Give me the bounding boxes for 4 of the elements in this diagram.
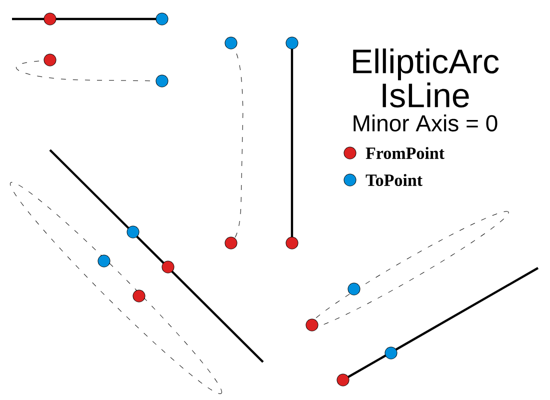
legend-label: ToPoint <box>366 174 422 186</box>
title: EllipticArc IsLine <box>353 48 499 108</box>
label: Minor Axis = 0 <box>354 114 498 132</box>
legend-label: FromPoint <box>366 147 444 159</box>
